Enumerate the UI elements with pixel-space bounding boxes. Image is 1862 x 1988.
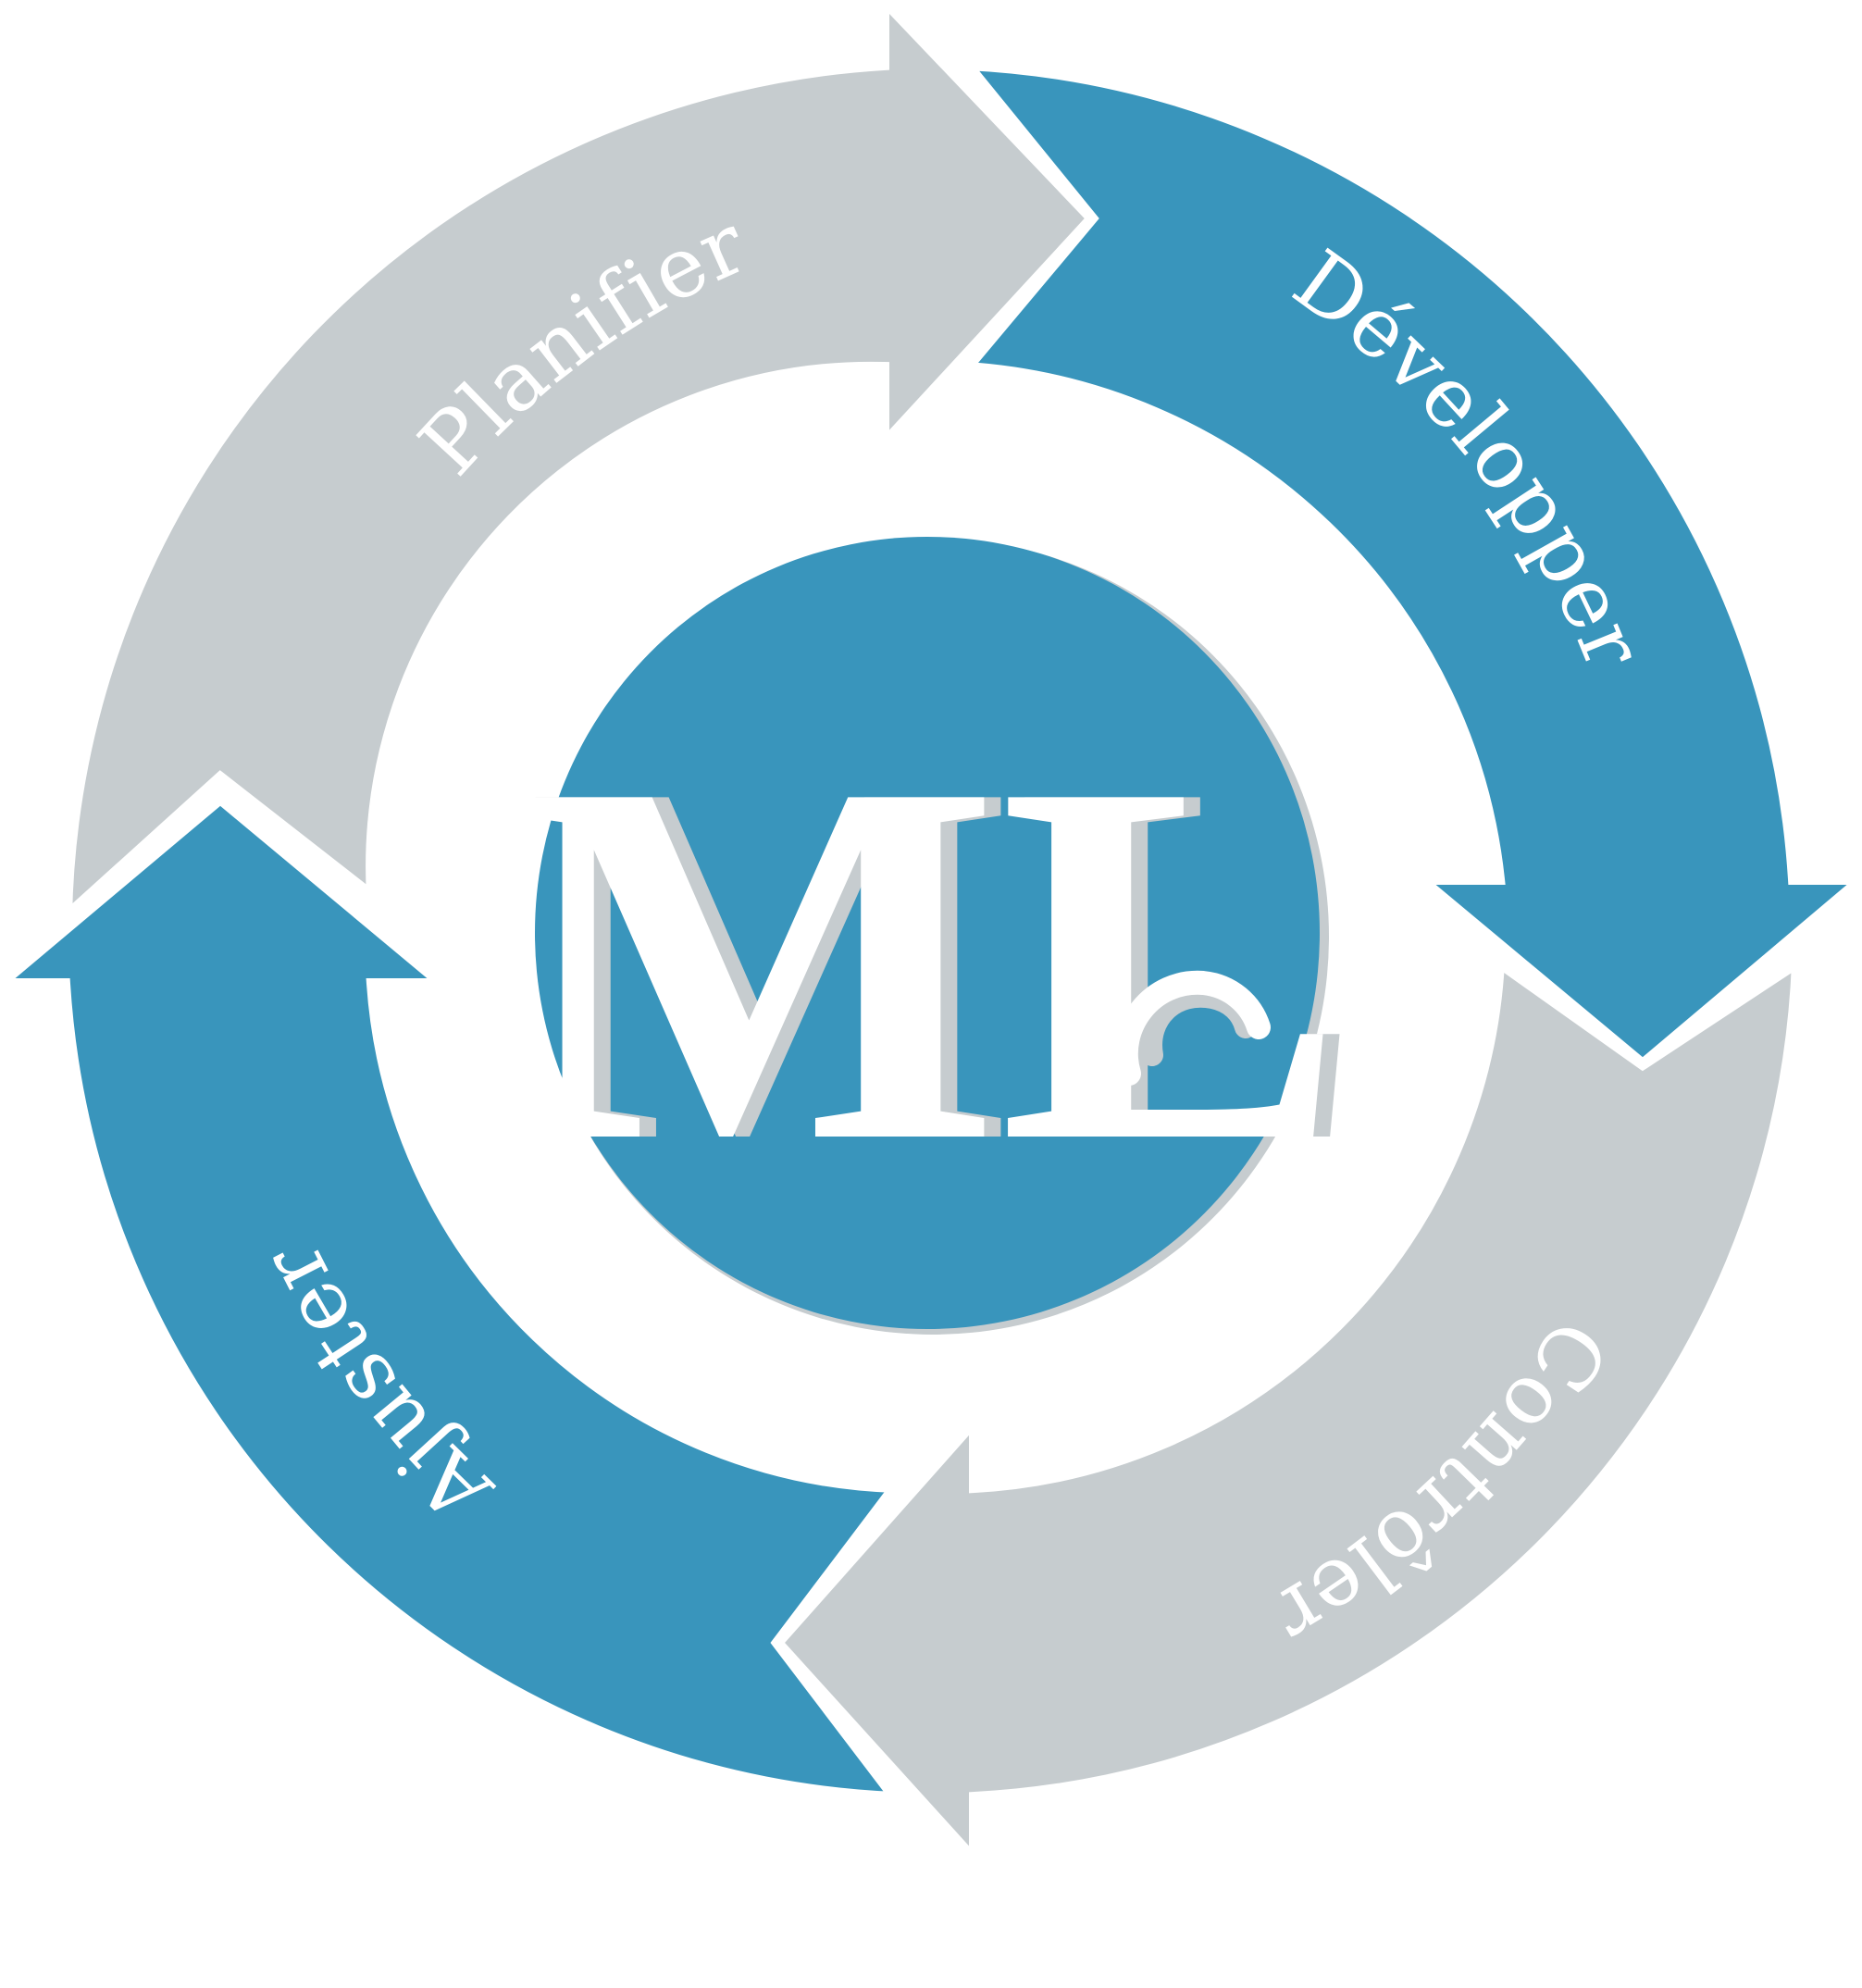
logo-disc xyxy=(535,537,1320,1329)
center-logo: ML ML xyxy=(510,537,1361,1335)
arrow-planifier xyxy=(60,0,1100,929)
arrow-controler xyxy=(769,951,1804,1875)
arrow-developper xyxy=(954,58,1862,1072)
logo-shadow-text: ML xyxy=(527,676,1361,1249)
logo-text: ML xyxy=(510,676,1345,1249)
logo-swirl-icon xyxy=(1113,970,1271,1086)
cycle-arrows xyxy=(0,0,1862,1860)
arrow-ajuster xyxy=(0,791,907,1804)
